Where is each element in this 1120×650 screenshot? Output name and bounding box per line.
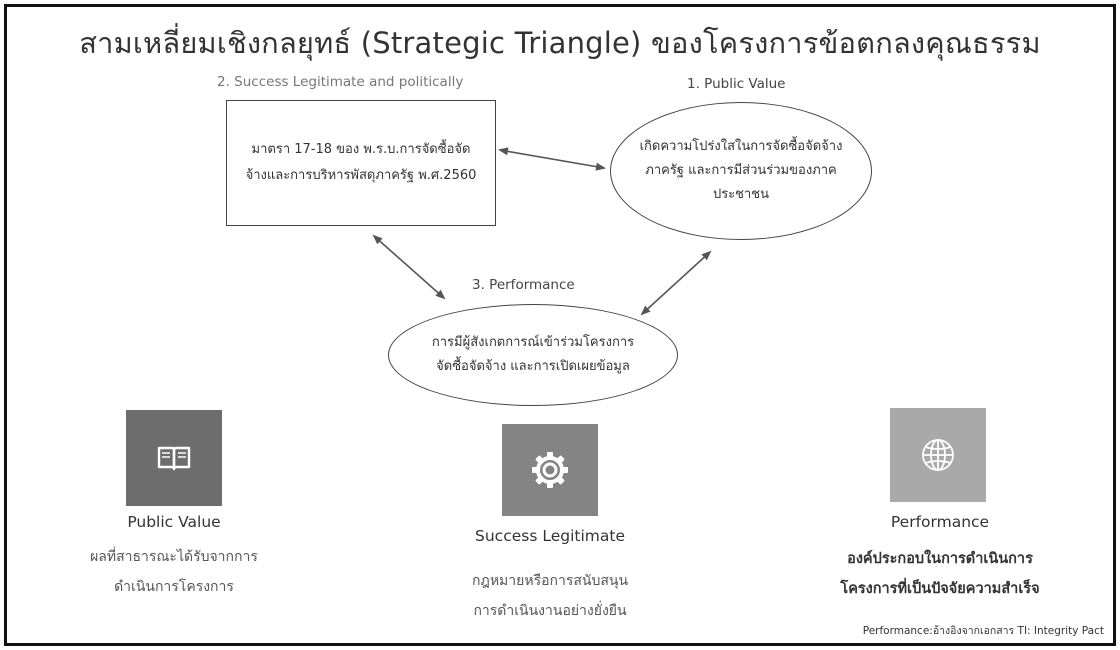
public-value-description: ผลที่สาธารณะได้รับจากการ ดำเนินการโครงกา… (54, 542, 294, 602)
public-ellipse-line-2: ภาครัฐ และการมีส่วนร่วมของภาค (645, 163, 837, 178)
public-value-desc-line-1: ผลที่สาธารณะได้รับจากการ (90, 549, 258, 565)
source-citation: Performance:อ้างอิงจากเอกสาร TI: Integri… (862, 625, 1104, 637)
success-desc-line-1: กฎหมายหรือการสนับสนุน (471, 573, 629, 589)
globe-icon (922, 439, 954, 471)
performance-ellipse-line-1: การมีผู้สังเกตการณ์เข้าร่วมโครงการ (431, 335, 635, 350)
slide-title: สามเหลี่ยมเชิงกลยุทธ์ (Strategic Triangl… (79, 26, 1041, 60)
performance-label: 3. Performance (472, 277, 575, 293)
public-value-desc-line-2: ดำเนินการโครงการ (114, 579, 234, 595)
public-value-label: 1. Public Value (687, 76, 786, 92)
public-value-title: Public Value (127, 513, 221, 531)
public-ellipse-line-1: เกิดความโปร่งใสในการจัดซื้อจัดจ้าง (639, 139, 843, 154)
public-ellipse-line-3: ประชาชน (712, 187, 770, 202)
success-desc-line-2: การดำเนินงานอย่างยั่งยืน (473, 603, 627, 619)
success-box-line-2: จ้างและการบริหารพัสดุภาครัฐ พ.ศ.2560 (245, 168, 477, 183)
performance-desc-line-1: องค์ประกอบในการดำเนินการ (847, 551, 1033, 567)
public-value-tile (126, 410, 222, 506)
book-icon (157, 446, 191, 471)
public-value-ellipse: เกิดความโปร่งใสในการจัดซื้อจัดจ้าง ภาครั… (610, 102, 872, 240)
performance-tile (890, 408, 986, 502)
performance-ellipse-line-2: จัดซื้อจัดจ้าง และการเปิดเผยข้อมูล (436, 359, 630, 374)
performance-description: องค์ประกอบในการดำเนินการ โครงการที่เป็นป… (790, 544, 1090, 604)
performance-title: Performance (890, 513, 990, 531)
success-box-line-1: มาตรา 17-18 ของ พ.ร.บ.การจัดซื้อจัด (251, 142, 471, 157)
performance-desc-line-2: โครงการที่เป็นปัจจัยความสำเร็จ (840, 581, 1040, 597)
performance-ellipse: การมีผู้สังเกตการณ์เข้าร่วมโครงการ จัดซื… (388, 304, 678, 406)
success-legitimate-box: มาตรา 17-18 ของ พ.ร.บ.การจัดซื้อจัด จ้าง… (226, 100, 496, 226)
gear-icon (532, 452, 568, 488)
success-legitimate-label: 2. Success Legitimate and politically (217, 74, 464, 90)
success-legitimate-description: กฎหมายหรือการสนับสนุน การดำเนินงานอย่างย… (430, 566, 670, 626)
success-legitimate-tile (502, 424, 598, 516)
success-legitimate-title: Success Legitimate (475, 527, 625, 545)
